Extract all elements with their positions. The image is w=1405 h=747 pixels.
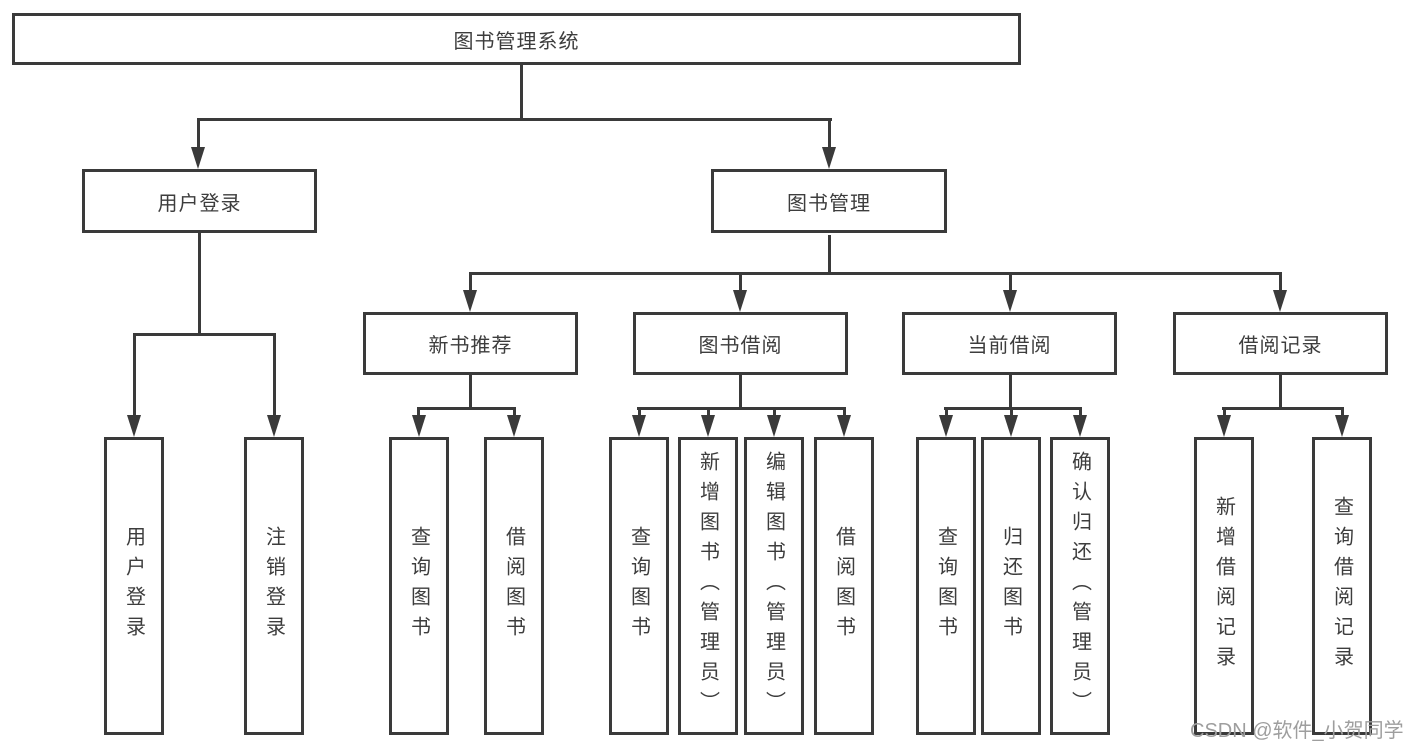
leaf-record-add-borrow-record: 新增借阅记录 (1194, 437, 1254, 735)
connector-to-leaf (843, 407, 846, 417)
arrowhead-icon (412, 415, 426, 437)
connector-to-leaf (638, 407, 641, 417)
arrowhead-icon (701, 415, 715, 437)
connector-to-new-book (469, 272, 472, 290)
arrowhead-icon (1073, 415, 1087, 437)
connector-to-current-borrow (1009, 272, 1012, 290)
connector-to-user-login (197, 118, 200, 147)
connector-to-leaf (513, 407, 516, 417)
node-label: 图书管理 (787, 192, 871, 215)
leaf-newbook-borrow-books: 借阅图书 (484, 437, 544, 735)
connector-book-mgmt-stem (828, 235, 831, 272)
connector-to-leaf (417, 407, 420, 417)
arrowhead-icon (127, 415, 141, 437)
node-label: 查询图书 (627, 526, 650, 646)
leaf-current-return-books: 归还图书 (981, 437, 1041, 735)
connector-to-leaf (945, 407, 948, 417)
connector-book-mgmt-branch (469, 272, 1282, 275)
connector-current-borrow-stem (1009, 375, 1012, 407)
arrowhead-icon (1004, 415, 1018, 437)
connector-to-book-borrow (739, 272, 742, 290)
leaf-current-confirm-return-admin: 确认归还（管理员） (1050, 437, 1110, 735)
connector-borrow-record-stem (1279, 375, 1282, 407)
arrowhead-icon (463, 290, 477, 312)
node-label: 新增借阅记录 (1212, 496, 1235, 676)
node-label: 当前借阅 (967, 335, 1052, 357)
connector-to-leaf (773, 407, 776, 417)
node-label: 借阅图书 (502, 526, 525, 646)
node-new-book-recommend: 新书推荐 (363, 312, 578, 375)
arrowhead-icon (191, 147, 205, 169)
arrowhead-icon (822, 147, 836, 169)
connector-to-leaf (1079, 407, 1082, 417)
node-root-system: 图书管理系统 (12, 13, 1021, 65)
node-label: 新书推荐 (428, 335, 513, 357)
arrowhead-icon (1003, 290, 1017, 312)
leaf-logout: 注销登录 (244, 437, 304, 735)
connector-book-borrow-branch (637, 407, 846, 410)
node-label: 确认归还（管理员） (1068, 451, 1091, 721)
node-label: 查询图书 (934, 526, 957, 646)
connector-new-book-stem (469, 375, 472, 407)
node-label: 借阅图书 (832, 526, 855, 646)
connector-user-login-branch (133, 333, 276, 336)
leaf-borrow-borrow-books: 借阅图书 (814, 437, 874, 735)
node-label: 借阅记录 (1238, 335, 1323, 357)
arrowhead-icon (837, 415, 851, 437)
arrowhead-icon (1273, 290, 1287, 312)
node-label: 用户登录 (122, 526, 145, 646)
leaf-borrow-add-books-admin: 新增图书（管理员） (678, 437, 738, 735)
node-book-management: 图书管理 (711, 169, 947, 233)
node-borrow-record: 借阅记录 (1173, 312, 1388, 375)
node-user-login: 用户登录 (82, 169, 317, 233)
node-label: 查询图书 (407, 526, 430, 646)
leaf-borrow-edit-books-admin: 编辑图书（管理员） (744, 437, 804, 735)
connector-to-leaf (1341, 407, 1344, 417)
connector-new-book-branch (417, 407, 516, 410)
connector-to-leaf (1010, 407, 1013, 417)
csdn-watermark: CSDN @软件_小贺同学 (1190, 720, 1404, 742)
node-label: 查询借阅记录 (1330, 496, 1353, 676)
arrowhead-icon (733, 290, 747, 312)
node-label: 图书借阅 (698, 335, 783, 357)
node-label: 归还图书 (999, 526, 1022, 646)
arrowhead-icon (1335, 415, 1349, 437)
connector-to-book-mgmt (828, 118, 831, 147)
node-label: 注销登录 (262, 526, 285, 646)
arrowhead-icon (1217, 415, 1231, 437)
node-label: 新增图书（管理员） (696, 451, 719, 721)
arrowhead-icon (267, 415, 281, 437)
node-book-borrow: 图书借阅 (633, 312, 848, 375)
node-label: 用户登录 (157, 192, 242, 215)
connector-to-borrow-record (1279, 272, 1282, 290)
leaf-newbook-query-books: 查询图书 (389, 437, 449, 735)
node-label: 编辑图书（管理员） (762, 451, 785, 721)
connector-current-borrow-branch (944, 407, 1082, 410)
arrowhead-icon (507, 415, 521, 437)
connector-to-leaf (1223, 407, 1226, 417)
arrowhead-icon (767, 415, 781, 437)
node-current-borrow: 当前借阅 (902, 312, 1117, 375)
connector-to-leaf-logout (273, 333, 276, 415)
leaf-current-query-books: 查询图书 (916, 437, 976, 735)
connector-root-branch (197, 118, 832, 121)
arrowhead-icon (632, 415, 646, 437)
connector-root-stem (520, 65, 523, 118)
connector-user-login-stem (198, 233, 201, 333)
leaf-user-login: 用户登录 (104, 437, 164, 735)
leaf-borrow-query-books: 查询图书 (609, 437, 669, 735)
connector-to-leaf-user-login (133, 333, 136, 415)
node-label: 图书管理系统 (453, 30, 580, 53)
connector-borrow-record-branch (1222, 407, 1344, 410)
connector-book-borrow-stem (739, 375, 742, 407)
arrowhead-icon (939, 415, 953, 437)
leaf-record-query-borrow-record: 查询借阅记录 (1312, 437, 1372, 735)
connector-to-leaf (707, 407, 710, 417)
